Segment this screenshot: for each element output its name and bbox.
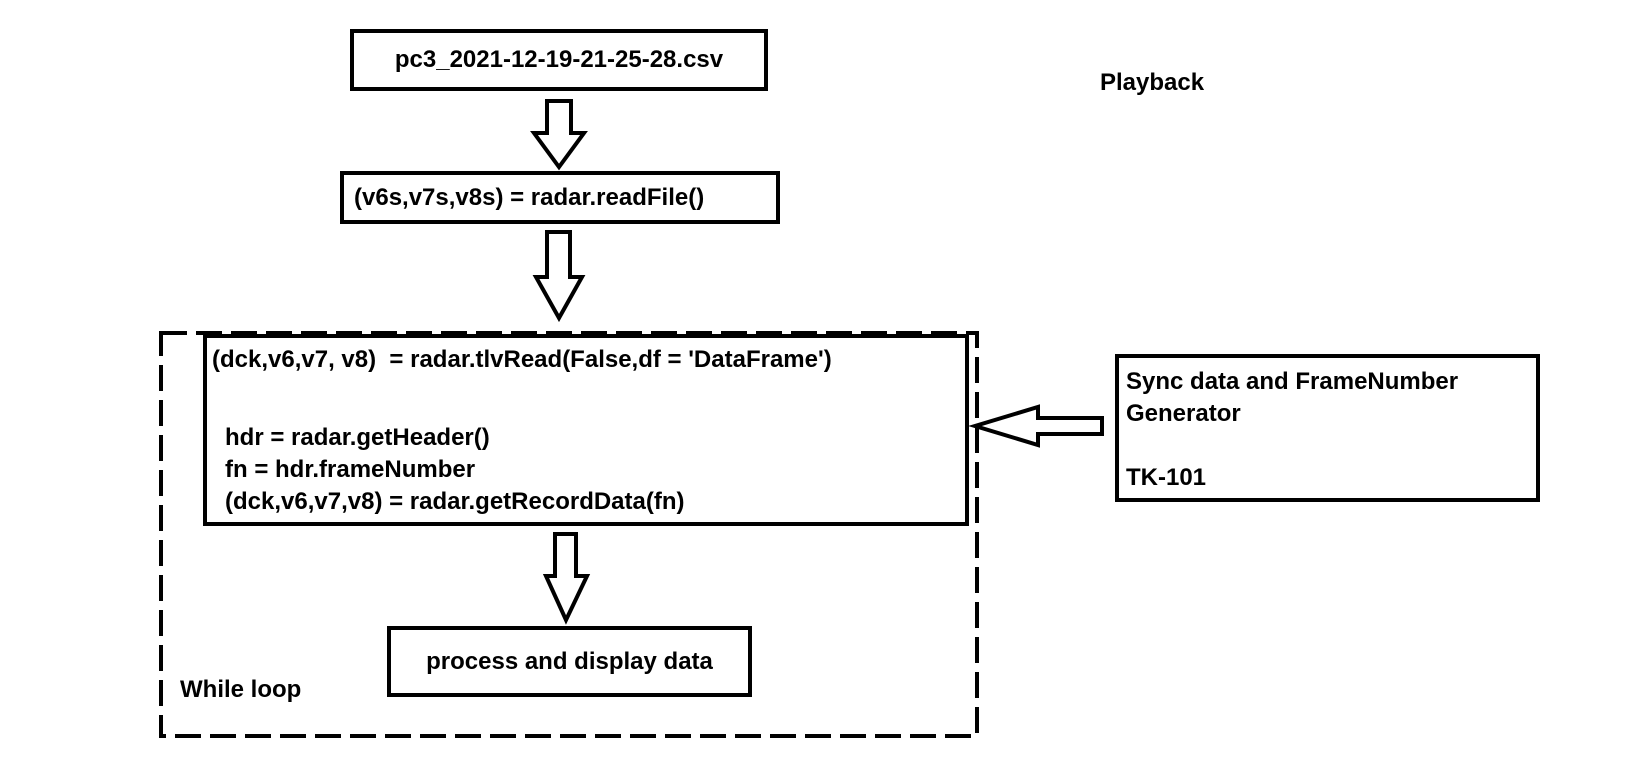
arrow-sync-to-tlvread	[968, 404, 1104, 448]
get-record-code: (dck,v6,v7,v8) = radar.getRecordData(fn)	[225, 488, 685, 515]
tlv-read-code: (dck,v6,v7, v8) = radar.tlvRead(False,df…	[212, 346, 832, 373]
arrow-file-to-readfile	[530, 99, 588, 171]
tlv-read-node: (dck,v6,v7, v8) = radar.tlvRead(False,df…	[203, 334, 969, 526]
arrow-tlvread-to-process	[542, 532, 591, 625]
frame-number-code: fn = hdr.frameNumber	[225, 456, 476, 483]
process-label: process and display data	[426, 647, 713, 675]
playback-label: Playback	[1100, 69, 1205, 96]
while-loop-container	[159, 331, 979, 738]
arrow-readfile-to-tlvread	[532, 230, 586, 323]
get-header-code: hdr = radar.getHeader()	[225, 424, 490, 451]
read-file-code: (v6s,v7s,v8s) = radar.readFile()	[354, 183, 705, 211]
input-file-name: pc3_2021-12-19-21-25-28.csv	[394, 46, 724, 73]
while-loop-label: While loop	[180, 676, 302, 703]
sync-generator-node: Sync data and FrameNumber Generator TK-1…	[1115, 354, 1540, 502]
input-file-node: pc3_2021-12-19-21-25-28.csv	[350, 29, 768, 91]
sync-title-line2: Generator	[1126, 400, 1241, 427]
sync-title-line1: Sync data and FrameNumber	[1126, 368, 1459, 395]
process-node: process and display data	[387, 626, 752, 697]
sync-id: TK-101	[1126, 464, 1207, 491]
read-file-node: (v6s,v7s,v8s) = radar.readFile()	[340, 171, 780, 224]
